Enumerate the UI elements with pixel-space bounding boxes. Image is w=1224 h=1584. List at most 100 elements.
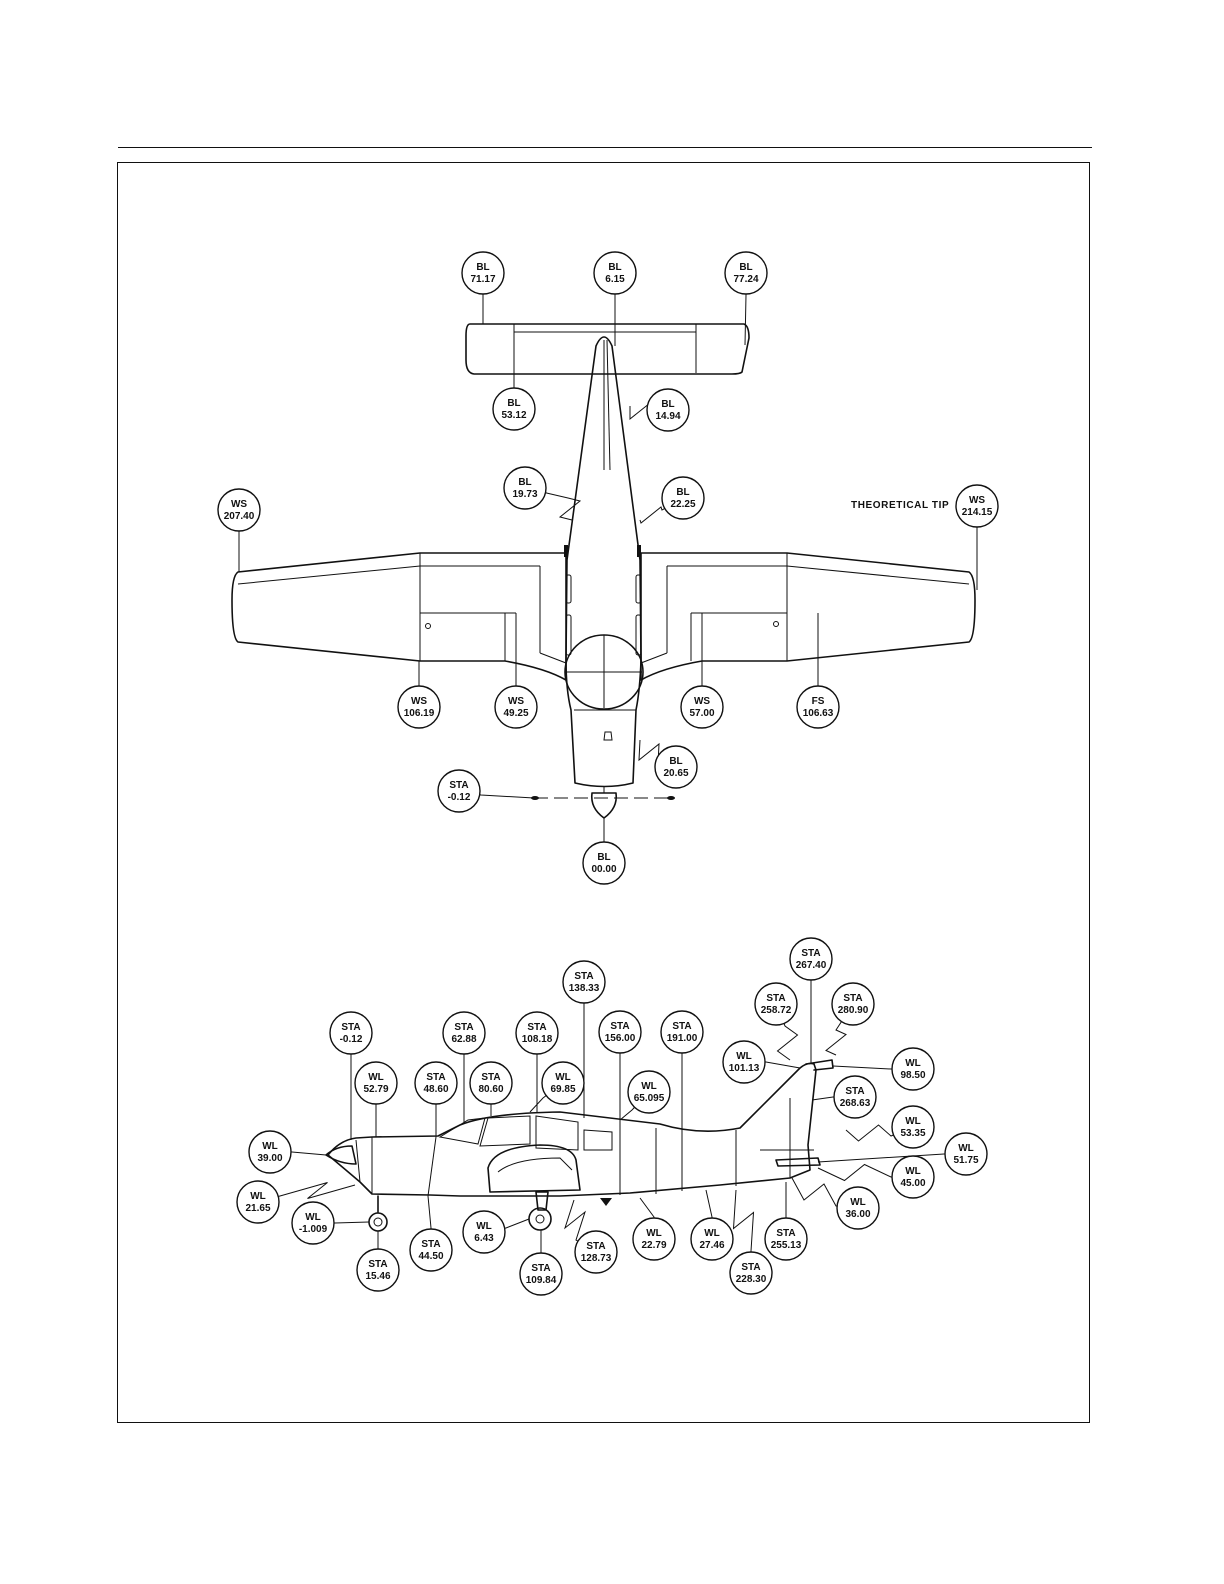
- callout-value: 44.50: [418, 1251, 443, 1262]
- callout-value: 22.25: [670, 499, 695, 510]
- callout-circle: [627, 1070, 671, 1114]
- callout-code: STA: [574, 971, 593, 982]
- callout-code: BL: [608, 262, 621, 273]
- callout-code: FS: [812, 696, 825, 707]
- callout-value: 57.00: [689, 708, 714, 719]
- callout-circle: [492, 387, 536, 431]
- callout-code: STA: [586, 1241, 605, 1252]
- callout-code: WS: [411, 696, 427, 707]
- callout-code: BL: [669, 756, 682, 767]
- callout-value: 27.46: [699, 1240, 724, 1251]
- callout-circle: [461, 251, 505, 295]
- callout-code: WL: [704, 1228, 720, 1239]
- callout-circle: [598, 1010, 642, 1054]
- callout-value: 101.13: [729, 1063, 760, 1074]
- callout-circle: [582, 841, 626, 885]
- callout-circle: [519, 1252, 563, 1296]
- callout-circle: [690, 1217, 734, 1261]
- top-callout-sta: STA-0.12: [437, 769, 481, 813]
- callout-value: 39.00: [257, 1153, 282, 1164]
- callout-circle: [754, 982, 798, 1026]
- callout-code: BL: [507, 398, 520, 409]
- callout-circle: [891, 1047, 935, 1091]
- leader-line: [524, 487, 582, 521]
- callout-value: 207.40: [224, 511, 255, 522]
- callout-code: STA: [766, 993, 785, 1004]
- callout-code: BL: [597, 852, 610, 863]
- figure-frame: [117, 162, 1090, 1423]
- callout-value: 156.00: [605, 1033, 636, 1044]
- top-callout-bl: BL6.15: [593, 251, 637, 295]
- callout-code: STA: [341, 1022, 360, 1033]
- callout-circle: [414, 1061, 458, 1105]
- callout-code: BL: [476, 262, 489, 273]
- callout-value: 45.00: [900, 1178, 925, 1189]
- side-callout-wl: WL6.43: [462, 1210, 506, 1254]
- callout-circle: [354, 1061, 398, 1105]
- callout-code: STA: [741, 1262, 760, 1273]
- callout-value: 280.90: [838, 1005, 869, 1016]
- callout-code: STA: [610, 1021, 629, 1032]
- callout-circle: [661, 476, 705, 520]
- callout-bubbles: BL71.17BL6.15BL77.24BL53.12BL14.94BL19.7…: [217, 251, 999, 1296]
- callout-code: WL: [736, 1051, 752, 1062]
- callout-value: 6.43: [474, 1233, 494, 1244]
- callout-value: 228.30: [736, 1274, 767, 1285]
- callout-value: -0.12: [448, 792, 471, 803]
- callout-value: 48.60: [423, 1084, 448, 1095]
- callout-circle: [574, 1230, 618, 1274]
- callout-code: WL: [905, 1058, 921, 1069]
- callout-code: WL: [641, 1081, 657, 1092]
- callout-value: 20.65: [663, 768, 688, 779]
- callout-value: 71.17: [470, 274, 495, 285]
- callout-circle: [291, 1201, 335, 1245]
- callout-value: 138.33: [569, 983, 600, 994]
- callout-code: STA: [454, 1022, 473, 1033]
- callout-code: STA: [527, 1022, 546, 1033]
- callout-code: WL: [958, 1143, 974, 1154]
- callout-circle: [836, 1186, 880, 1230]
- callout-value: 52.79: [363, 1084, 388, 1095]
- callout-circle: [680, 685, 724, 729]
- callout-code: STA: [843, 993, 862, 1004]
- callout-value: 14.94: [655, 411, 680, 422]
- callout-circle: [833, 1075, 877, 1119]
- callout-circle: [789, 937, 833, 981]
- callout-value: 19.73: [512, 489, 537, 500]
- callout-code: WL: [646, 1228, 662, 1239]
- leader-line: [817, 1153, 966, 1163]
- callout-circle: [494, 685, 538, 729]
- callout-circle: [764, 1217, 808, 1261]
- callout-value: 21.65: [245, 1203, 270, 1214]
- callout-value: 214.15: [962, 507, 993, 518]
- callout-circle: [248, 1130, 292, 1174]
- callout-code: WS: [694, 696, 710, 707]
- callout-code: STA: [531, 1263, 550, 1274]
- callout-circle: [541, 1061, 585, 1105]
- callout-value: 108.18: [522, 1034, 553, 1045]
- callout-value: 255.13: [771, 1240, 802, 1251]
